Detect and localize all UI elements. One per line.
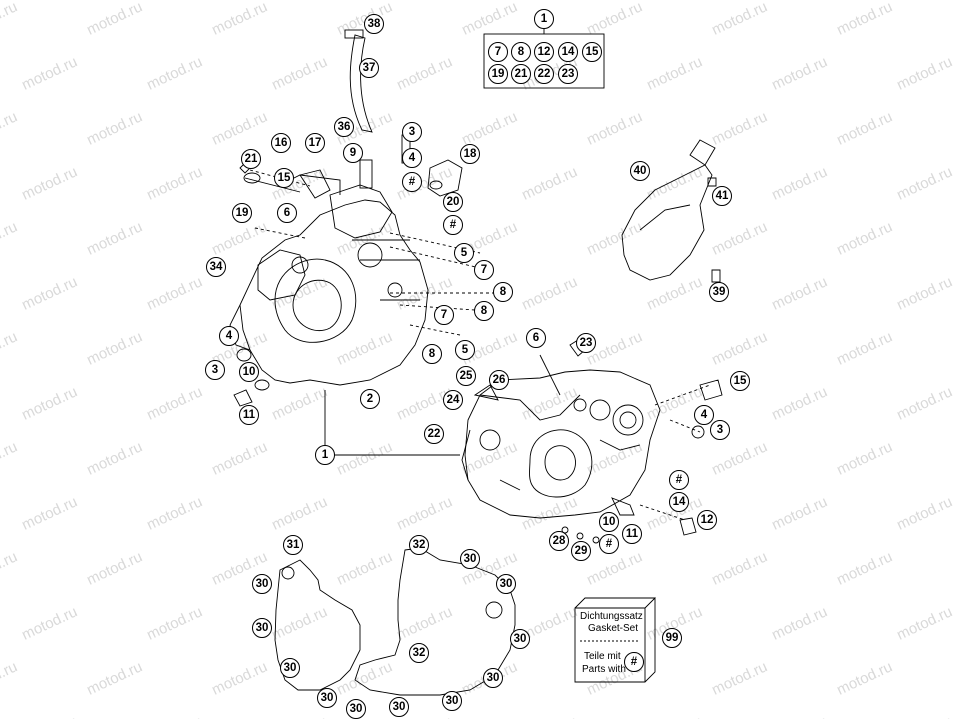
callout-7-a: 7 [474,260,494,280]
callout-19: 19 [232,203,252,223]
callout-23: 23 [576,333,596,353]
callout-30-j: 30 [346,699,366,719]
callout-6-a: 6 [277,203,297,223]
callout-30-k: 30 [389,697,409,717]
callout-hash-b: # [443,215,463,235]
callout-17: 17 [305,133,325,153]
gasket-box-line4: Parts with [582,664,626,675]
callout-4-a: 4 [402,148,422,168]
gasket-box-line2: Gasket-Set [588,623,639,634]
callout-39: 39 [709,282,729,302]
callout-1-top: 1 [534,9,554,29]
callout-5-b: 5 [455,340,475,360]
callout-34: 34 [206,257,226,277]
callout-hash-c: # [669,470,689,490]
callout-10-b: 10 [599,512,619,532]
callout-18: 18 [460,144,480,164]
callout-2: 2 [360,389,380,409]
left-gasket [274,559,361,691]
callout-8-b: 8 [474,301,494,321]
callout-25: 25 [456,366,476,386]
callout-11-a: 11 [239,405,259,425]
callout-26: 26 [489,370,509,390]
callout-30-f: 30 [280,658,300,678]
callout-4-c: 4 [694,405,714,425]
callout-30-a: 30 [460,549,480,569]
callout-group-8: 8 [511,42,531,62]
callout-3-b: 3 [205,360,225,380]
gasket-box-line3: Teile mit [584,651,621,662]
callout-28: 28 [549,531,569,551]
callout-30-e: 30 [510,629,530,649]
callout-15-b: 15 [730,371,750,391]
callout-30-g: 30 [483,668,503,688]
callout-24: 24 [443,390,463,410]
callout-8-c: 8 [422,344,442,364]
callout-29: 29 [571,541,591,561]
sprocket-cover [621,164,713,281]
callout-8-a: 8 [493,282,513,302]
gasket-box-line1: Dichtungssatz [580,611,643,622]
callout-32-b: 32 [409,643,429,663]
callout-group-22: 22 [534,64,554,84]
callout-14: 14 [669,492,689,512]
callout-15-a: 15 [274,168,294,188]
callout-38: 38 [364,14,384,34]
callout-5-a: 5 [454,243,474,263]
callout-12: 12 [697,510,717,530]
callout-3-a: 3 [402,122,422,142]
callout-30-h: 30 [317,688,337,708]
callout-37: 37 [359,58,379,78]
callout-group-7: 7 [488,42,508,62]
callout-30-d: 30 [252,618,272,638]
callout-group-14: 14 [558,42,578,62]
callout-hash-a: # [402,172,422,192]
breather-hose [349,34,373,133]
callout-group-12: 12 [534,42,554,62]
callout-16: 16 [271,133,291,153]
callout-31: 31 [283,535,303,555]
callout-30-i: 30 [442,691,462,711]
right-gasket [354,547,516,696]
callout-group-19: 19 [488,64,508,84]
callout-7-b: 7 [434,305,454,325]
callout-41: 41 [712,186,732,206]
callout-36: 36 [334,117,354,137]
callout-3-c: 3 [710,420,730,440]
callout-40: 40 [630,161,650,181]
callout-30-b: 30 [252,574,272,594]
callout-21: 21 [241,149,261,169]
callout-1-bottom: 1 [315,445,335,465]
callout-4-b: 4 [219,326,239,346]
callout-30-c: 30 [496,574,516,594]
callout-6-b: 6 [526,328,546,348]
callout-hash-e: # [624,652,644,672]
callout-9: 9 [343,143,363,163]
callout-99: 99 [662,628,682,648]
callout-32-a: 32 [409,535,429,555]
callout-group-21: 21 [511,64,531,84]
callout-group-15: 15 [582,42,602,62]
callout-20: 20 [443,192,463,212]
callout-hash-d: # [599,534,619,554]
callout-11-b: 11 [622,524,642,544]
callout-group-23: 23 [558,64,578,84]
callout-10-a: 10 [239,362,259,382]
callout-22: 22 [424,424,444,444]
right-crankcase [464,369,661,519]
left-crankcase [239,199,429,386]
